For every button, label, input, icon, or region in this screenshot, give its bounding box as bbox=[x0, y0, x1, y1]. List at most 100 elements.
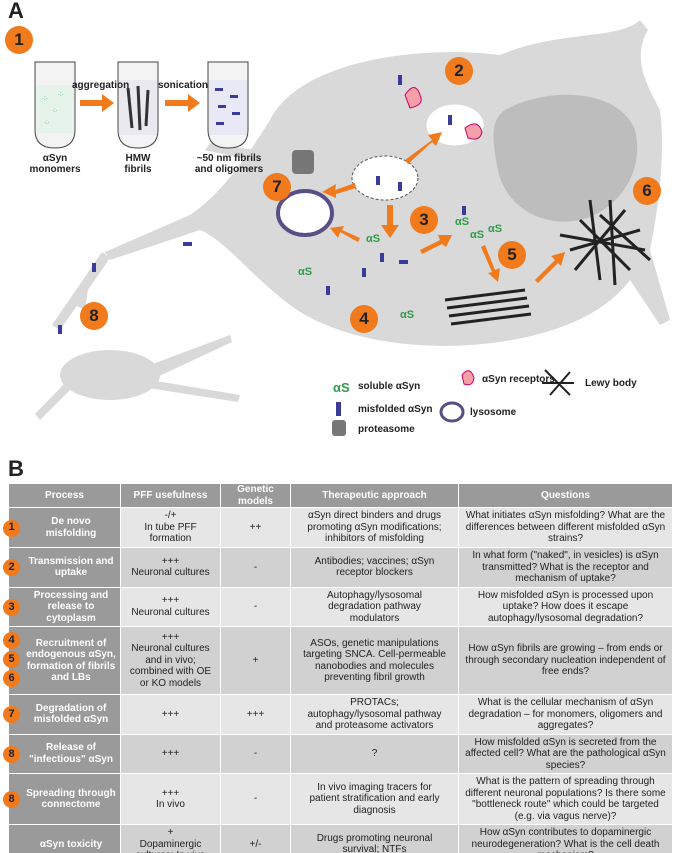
row-badge: 5 bbox=[3, 651, 20, 668]
neighbor-neuron bbox=[60, 350, 160, 400]
row-badge: 3 bbox=[3, 598, 20, 616]
process-cell-text: De novo misfolding bbox=[45, 516, 97, 539]
dendrite-branch bbox=[75, 275, 90, 310]
therapy-cell-text: Antibodies; vaccines; αSyn receptor bloc… bbox=[314, 555, 435, 579]
genetic-cell: +/- bbox=[220, 824, 291, 853]
therapy-cell-text: ? bbox=[371, 748, 378, 759]
legend-lysosome: lysosome bbox=[470, 407, 517, 418]
legend-soluble-icon: αS bbox=[333, 380, 350, 395]
svg-text:αS: αS bbox=[400, 309, 414, 321]
questions-cell-text: What is the cellular mechanism of αSyn d… bbox=[468, 697, 663, 731]
tube-oligomers bbox=[207, 61, 249, 149]
header-therapy: Therapeutic approach bbox=[290, 483, 459, 508]
row-badge: 8 bbox=[3, 745, 20, 763]
therapy-cell: ? bbox=[290, 733, 459, 774]
neighbor-dendrite bbox=[148, 380, 240, 402]
genetic-cell: ++ bbox=[220, 507, 291, 548]
questions-cell-text: What is the pattern of spreading through… bbox=[465, 776, 666, 822]
process-cell: αSyn toxicity bbox=[8, 824, 121, 853]
pff-cell-text: +++ bbox=[161, 748, 180, 759]
therapy-cell: ASOs, genetic manipulations targeting SN… bbox=[290, 626, 459, 695]
legend-receptor-icon bbox=[461, 370, 475, 386]
tube-label-fibrils: HMW fibrils bbox=[124, 153, 152, 175]
svg-text:·:·: ·:· bbox=[58, 92, 64, 98]
tube-monomers: ·:··:··:··:· bbox=[34, 61, 76, 149]
process-arrows bbox=[322, 132, 565, 283]
process-cell-text: Transmission and uptake bbox=[28, 555, 114, 579]
questions-cell: How misfolded αSyn is processed upon upt… bbox=[458, 586, 673, 627]
receptor-icon bbox=[464, 123, 483, 140]
process-cell-text: Spreading through connectome bbox=[26, 787, 116, 811]
questions-cell: What initiates αSyn misfolding? What are… bbox=[458, 507, 673, 548]
svg-text:·:·: ·:· bbox=[42, 96, 48, 102]
genetic-cell-text: ++ bbox=[249, 521, 262, 533]
process-cell-text: αSyn toxicity bbox=[39, 838, 103, 850]
neighbor-dendrite bbox=[35, 383, 70, 420]
svg-text:αS: αS bbox=[470, 229, 484, 241]
genetic-cell-text: - bbox=[253, 601, 258, 612]
questions-cell: How αSyn contributes to dopaminergic neu… bbox=[458, 824, 673, 853]
legend-misfolded-icon bbox=[336, 402, 341, 416]
pff-cell: + Dopaminergic cultures; In vivo bbox=[120, 824, 221, 853]
genetic-cell-text: - bbox=[253, 793, 258, 805]
therapy-cell: Antibodies; vaccines; αSyn receptor bloc… bbox=[290, 547, 459, 588]
legend-receptors: αSyn receptors bbox=[482, 374, 555, 385]
questions-cell: In what form ("naked", in vesicles) is α… bbox=[458, 547, 673, 588]
receptor-icon bbox=[404, 87, 422, 109]
questions-cell-text: How misfolded αSyn is processed upon upt… bbox=[477, 589, 654, 624]
badge-2: 2 bbox=[445, 57, 473, 85]
pff-cell: +++ bbox=[120, 733, 221, 774]
cell-diagram: ·:··:··:··:· bbox=[34, 20, 670, 436]
questions-cell-text: What initiates αSyn misfolding? What are… bbox=[465, 510, 666, 545]
genetic-cell: - bbox=[220, 773, 291, 825]
pff-cell: +++ Neuronal cultures bbox=[120, 547, 221, 588]
process-cell-text: Release of "infectious" αSyn bbox=[29, 742, 113, 765]
pff-cell: +++ bbox=[120, 694, 221, 735]
genetic-cell: + bbox=[220, 626, 291, 695]
genetic-cell-text: +/- bbox=[249, 838, 262, 850]
table-row: αSyn toxicity + Dopaminergic cultures; In… bbox=[8, 824, 673, 853]
therapy-cell: Autophagy/lysosomal degradation pathway … bbox=[290, 586, 459, 627]
svg-text:αS: αS bbox=[455, 216, 469, 228]
svg-text:αS: αS bbox=[298, 266, 312, 278]
svg-text:·:·: ·:· bbox=[44, 120, 50, 126]
pff-cell: +++ In vivo bbox=[120, 773, 221, 825]
proteasome-icon bbox=[292, 150, 314, 174]
therapy-cell: Drugs promoting neuronal survival; NTFs bbox=[290, 824, 459, 853]
therapy-cell: αSyn direct binders and drugs promoting … bbox=[290, 507, 459, 548]
legend-proteasome: proteasome bbox=[358, 424, 415, 435]
table-row: 8 Release of "infectious" αSyn +++ -? How mi… bbox=[3, 733, 673, 774]
genetic-cell-text: + bbox=[252, 654, 259, 666]
questions-cell-text: How misfolded αSyn is secreted from the … bbox=[465, 736, 666, 771]
process-cell-text: Degradation of misfolded αSyn bbox=[33, 702, 109, 726]
therapy-cell-text: PROTACs; autophagy/lysosomal pathway and… bbox=[307, 697, 442, 731]
legend-soluble: soluble αSyn bbox=[358, 381, 421, 392]
misfolded-syn-marks bbox=[58, 75, 466, 334]
process-cell: 8 Release of "infectious" αSyn bbox=[3, 733, 121, 774]
genetic-cell: +++ bbox=[220, 694, 291, 735]
tube-label-monomers: αSyn monomers bbox=[29, 153, 81, 175]
arrow-aggregation bbox=[80, 94, 114, 112]
badge-7: 7 bbox=[263, 173, 291, 201]
process-cell-text: Processing and release to cytoplasm bbox=[33, 589, 109, 624]
pff-cell-text: +++ bbox=[161, 708, 180, 720]
legend-lewy: Lewy body bbox=[585, 378, 637, 389]
process-table: Process PFF usefulness Genetic models Th… bbox=[3, 483, 673, 853]
pff-cell-text: + Dopaminergic cultures; In vivo bbox=[136, 827, 205, 853]
pff-cell: -/+ In tube PFF formation bbox=[120, 507, 221, 548]
row-badge: 4 bbox=[3, 632, 20, 649]
questions-cell: How αSyn fibrils are growing – from ends… bbox=[458, 626, 673, 695]
therapy-cell: In vivo imaging tracers for patient stra… bbox=[290, 773, 459, 825]
process-cell-text: Recruitment of endogenous αSyn, formatio… bbox=[26, 637, 116, 684]
genetic-cell: - bbox=[220, 733, 291, 774]
genetic-cell-text: +++ bbox=[246, 708, 265, 720]
